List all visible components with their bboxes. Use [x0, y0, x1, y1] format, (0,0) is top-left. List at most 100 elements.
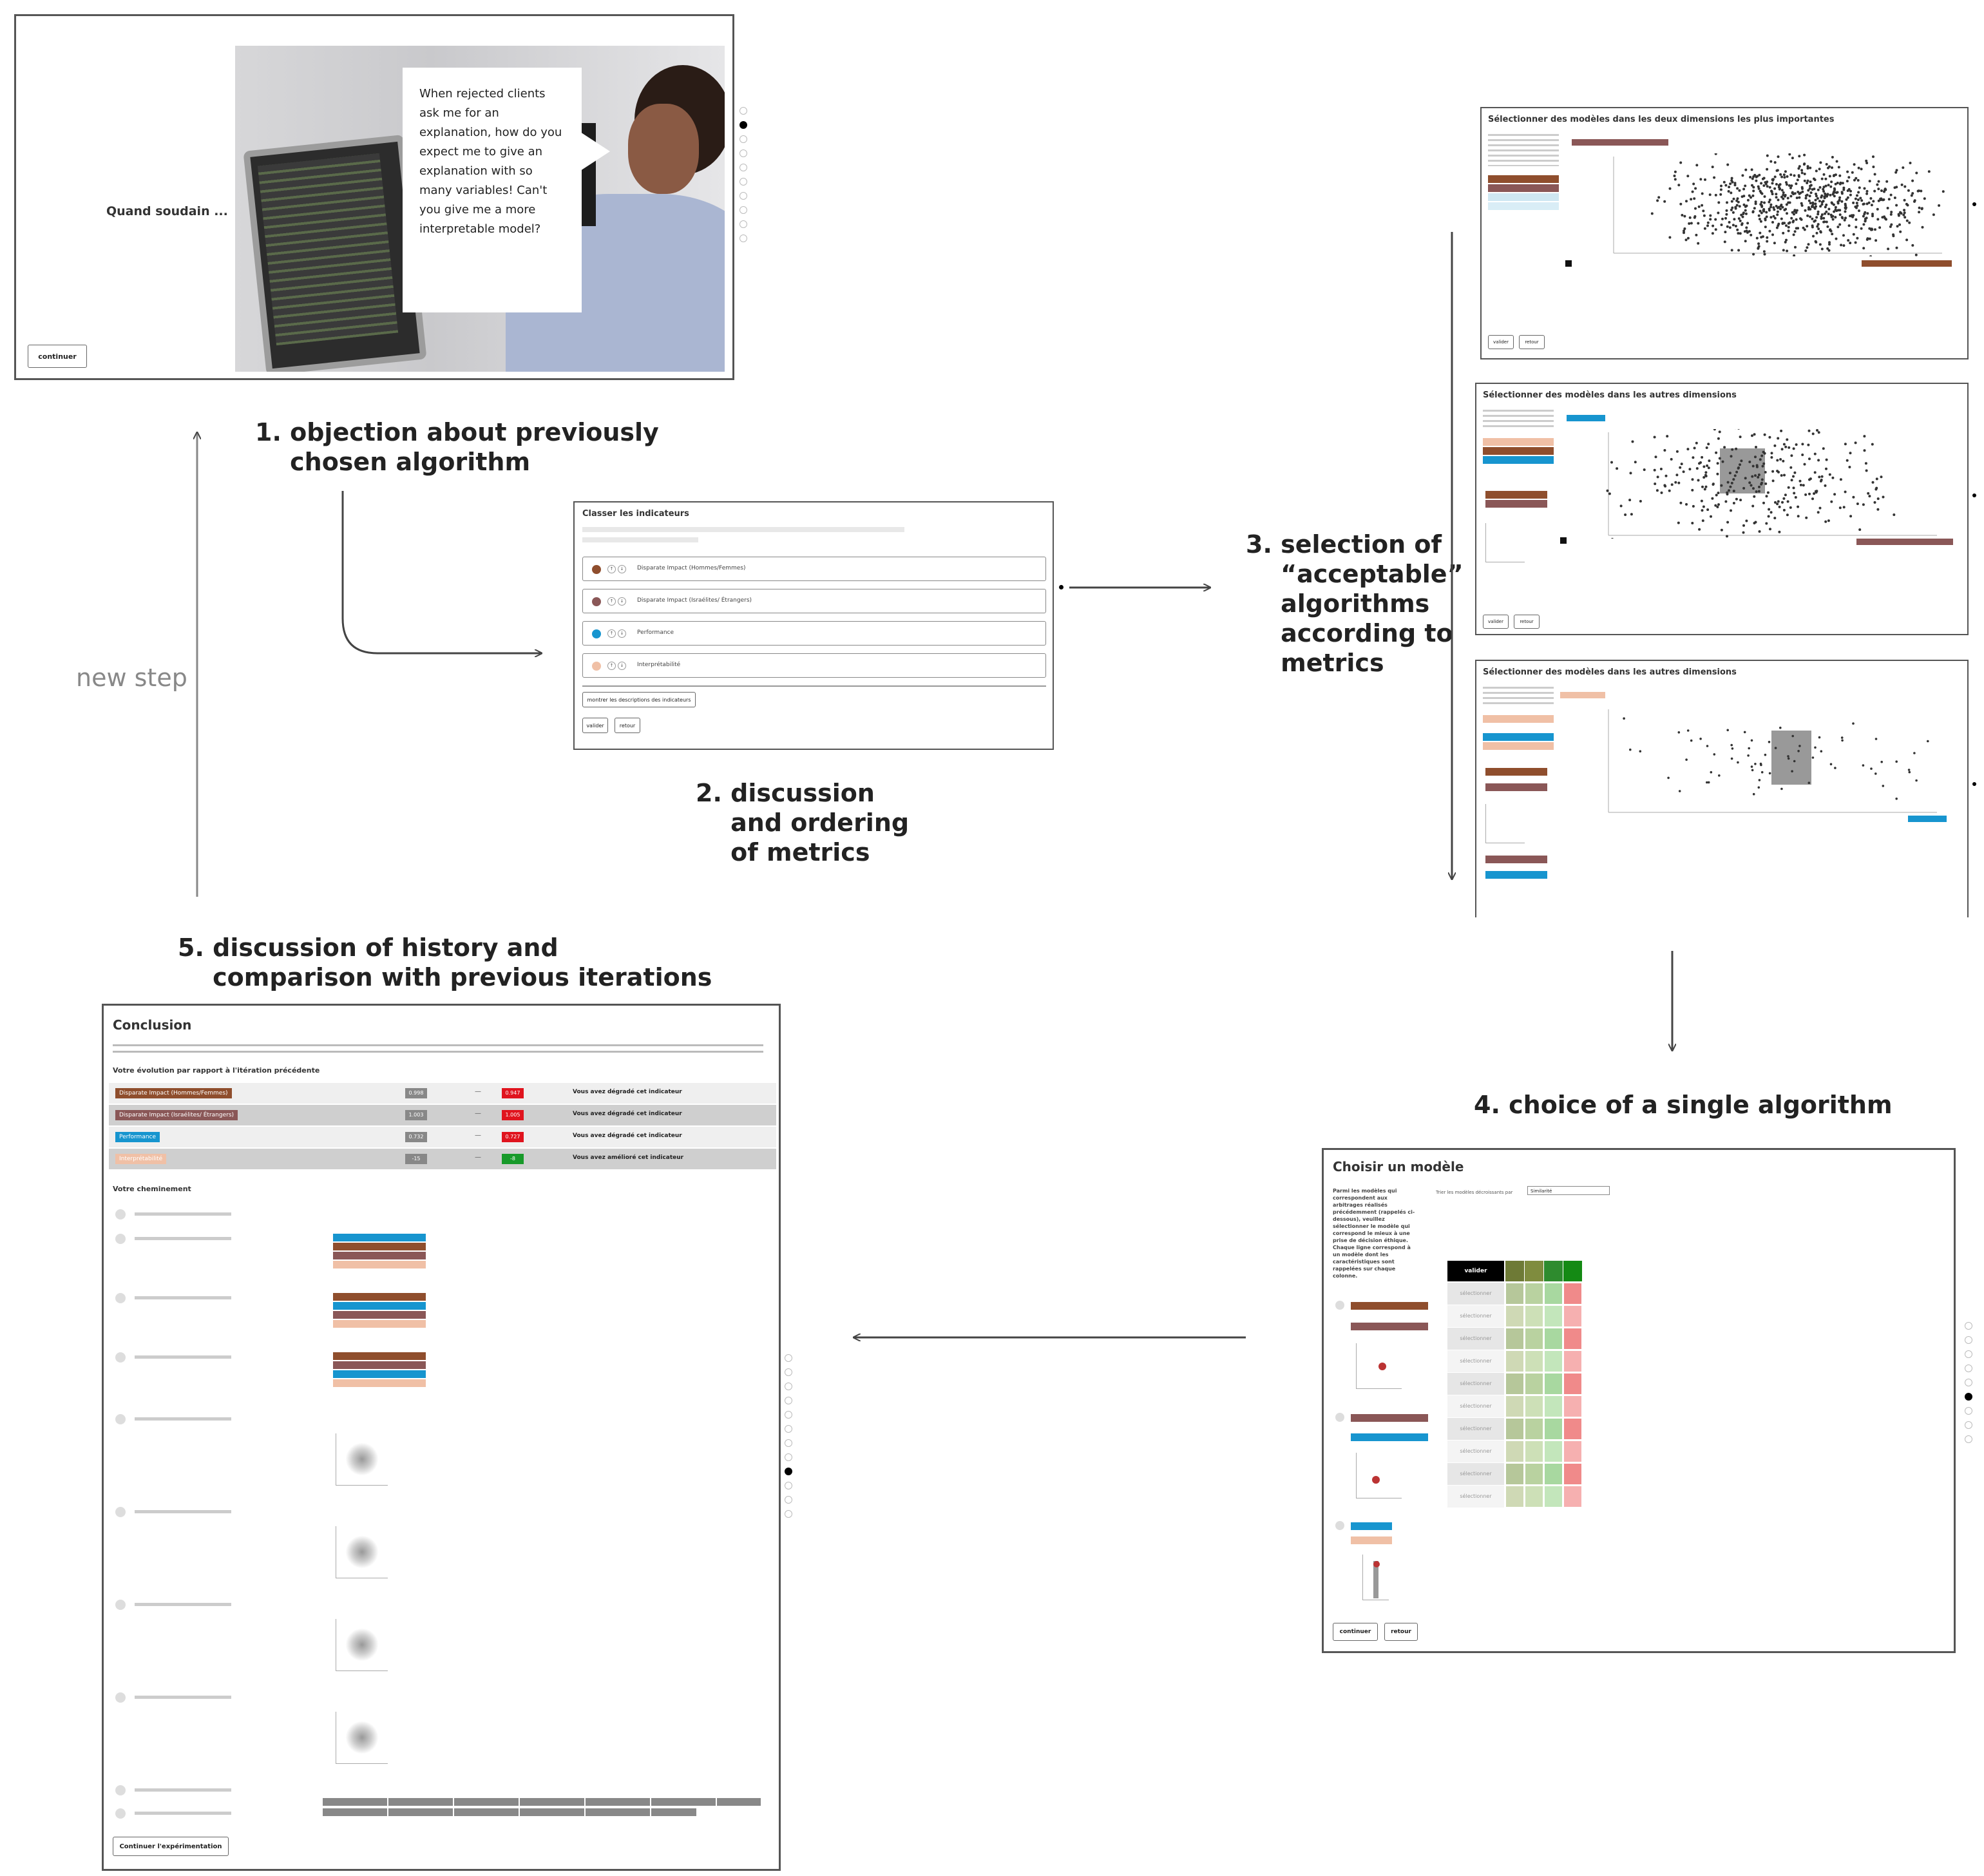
show-descriptions-button[interactable]: montrer les descriptions des indicateurs: [582, 692, 696, 707]
metric-row-2[interactable]: ↑ ↓ Disparate Impact (Israélites/ Étrang…: [582, 589, 1046, 613]
scatter-point: [1779, 726, 1782, 729]
scatter-point: [1874, 488, 1878, 491]
scatter-point: [1866, 212, 1869, 215]
scatter-point: [1862, 215, 1865, 218]
scatter-point: [1778, 530, 1781, 533]
metric-row-3[interactable]: ↑ ↓ Performance: [582, 621, 1046, 646]
select-model-button[interactable]: sélectionner: [1447, 1463, 1504, 1485]
select-model-button[interactable]: sélectionner: [1447, 1486, 1504, 1508]
path-text-line: [135, 1788, 231, 1792]
arrow-down-icon[interactable]: ↓: [618, 565, 626, 573]
select-model-button[interactable]: sélectionner: [1447, 1440, 1504, 1462]
chip-blue: [1483, 733, 1554, 741]
radio[interactable]: [1335, 1301, 1344, 1310]
scatter-point: [1800, 169, 1804, 172]
continue-button[interactable]: continuer: [1333, 1623, 1378, 1641]
scatter-point: [1874, 772, 1877, 775]
scatter-point: [1771, 479, 1775, 483]
back-button[interactable]: retour: [615, 718, 640, 733]
curr-value: -8: [502, 1154, 524, 1164]
arrow-down-icon[interactable]: ↓: [618, 597, 626, 606]
select-model-button[interactable]: sélectionner: [1447, 1328, 1504, 1350]
scatter-point: [1880, 189, 1883, 192]
back-button[interactable]: retour: [1384, 1623, 1418, 1641]
validate-button[interactable]: valider: [1483, 615, 1509, 629]
arrow-up-icon[interactable]: ↑: [607, 565, 616, 573]
scatter-point: [1872, 166, 1875, 168]
path-text-line: [135, 1355, 231, 1359]
scatter-point: [1740, 459, 1743, 463]
radio[interactable]: [1335, 1413, 1344, 1422]
select-model-button[interactable]: sélectionner: [1447, 1373, 1504, 1395]
scatter-point: [1754, 202, 1757, 206]
scatter-point: [1815, 241, 1818, 244]
chip-brown: [1483, 447, 1554, 455]
select-model-button[interactable]: sélectionner: [1447, 1350, 1504, 1372]
scatter-point: [1701, 519, 1704, 522]
arrow-down-icon[interactable]: ↓: [618, 629, 626, 638]
scatter-point: [1630, 513, 1633, 516]
scatter-point: [1788, 184, 1791, 187]
arrow-up-icon[interactable]: ↑: [607, 597, 616, 606]
scatter-point: [1751, 475, 1754, 478]
scatter-point: [1761, 235, 1764, 238]
scatter-point: [1691, 522, 1694, 524]
validate-button[interactable]: valider: [1488, 335, 1514, 349]
scatter-point: [1895, 169, 1898, 172]
scatter-point: [1836, 225, 1840, 229]
scatter-point: [1764, 218, 1767, 222]
scatter-point: [1863, 435, 1866, 438]
scatter-point: [1849, 215, 1852, 218]
scatter-point: [1771, 182, 1774, 185]
path-chip: [333, 1234, 426, 1241]
continue-button[interactable]: continuer: [28, 345, 87, 368]
axis-chip-blue: [1908, 816, 1947, 822]
scatter-point: [1864, 462, 1867, 465]
path-mini-chart: [336, 1526, 388, 1578]
arrow-down-icon[interactable]: ↓: [618, 662, 626, 670]
metric-color-3: [592, 629, 601, 638]
table-cell: [1563, 1305, 1582, 1327]
metric-row-1[interactable]: ↑ ↓ Disparate Impact (Hommes/Femmes): [582, 557, 1046, 581]
scatter-point: [1869, 197, 1873, 200]
path-item: [115, 1785, 309, 1798]
scatter-point: [1634, 461, 1637, 464]
scatter-point: [1726, 521, 1730, 524]
path-chip: [333, 1352, 426, 1360]
continue-experiment-button[interactable]: Continuer l'expérimentation: [113, 1837, 229, 1856]
scatter-point: [1797, 175, 1800, 178]
scatter-point: [1737, 429, 1740, 430]
scatter-point: [1820, 750, 1823, 752]
panel-objection: Quand soudain ... When rejected clients …: [14, 14, 734, 380]
validate-button[interactable]: valider: [582, 718, 608, 733]
radio[interactable]: [1335, 1521, 1344, 1530]
table-header-validate[interactable]: valider: [1447, 1261, 1504, 1281]
scatter-point: [1741, 174, 1744, 177]
scatter-point: [1775, 193, 1778, 196]
metric-tag: Performance: [115, 1132, 160, 1142]
scatter-point: [1768, 508, 1771, 511]
scatter-point: [1918, 211, 1921, 214]
path-chip: [333, 1252, 426, 1259]
back-button[interactable]: retour: [1519, 335, 1545, 349]
metric-row-4[interactable]: ↑ ↓ Interprétabilité: [582, 653, 1046, 678]
scatter-point: [1915, 779, 1918, 782]
select-model-button[interactable]: sélectionner: [1447, 1418, 1504, 1440]
sort-select[interactable]: Similarité: [1527, 1186, 1610, 1195]
table-cell: [1505, 1463, 1524, 1485]
arrow-up-icon[interactable]: ↑: [607, 629, 616, 638]
select-model-button[interactable]: sélectionner: [1447, 1305, 1504, 1327]
scatter-point: [1678, 790, 1681, 792]
arrow-up-icon[interactable]: ↑: [607, 662, 616, 670]
scatter-point: [1744, 477, 1747, 480]
scatter-point: [1941, 190, 1945, 193]
metric-label-3: Performance: [637, 629, 674, 636]
scatter-point: [1806, 214, 1809, 217]
select-model-button[interactable]: sélectionner: [1447, 1395, 1504, 1417]
back-button[interactable]: retour: [1514, 615, 1540, 629]
scatter-point: [1775, 205, 1778, 207]
history-row-2: Disparate Impact (Israélites/ Étrangers)…: [109, 1105, 776, 1125]
scatter-point: [1815, 231, 1818, 235]
scatter-point: [1780, 787, 1783, 790]
select-model-button[interactable]: sélectionner: [1447, 1283, 1504, 1305]
